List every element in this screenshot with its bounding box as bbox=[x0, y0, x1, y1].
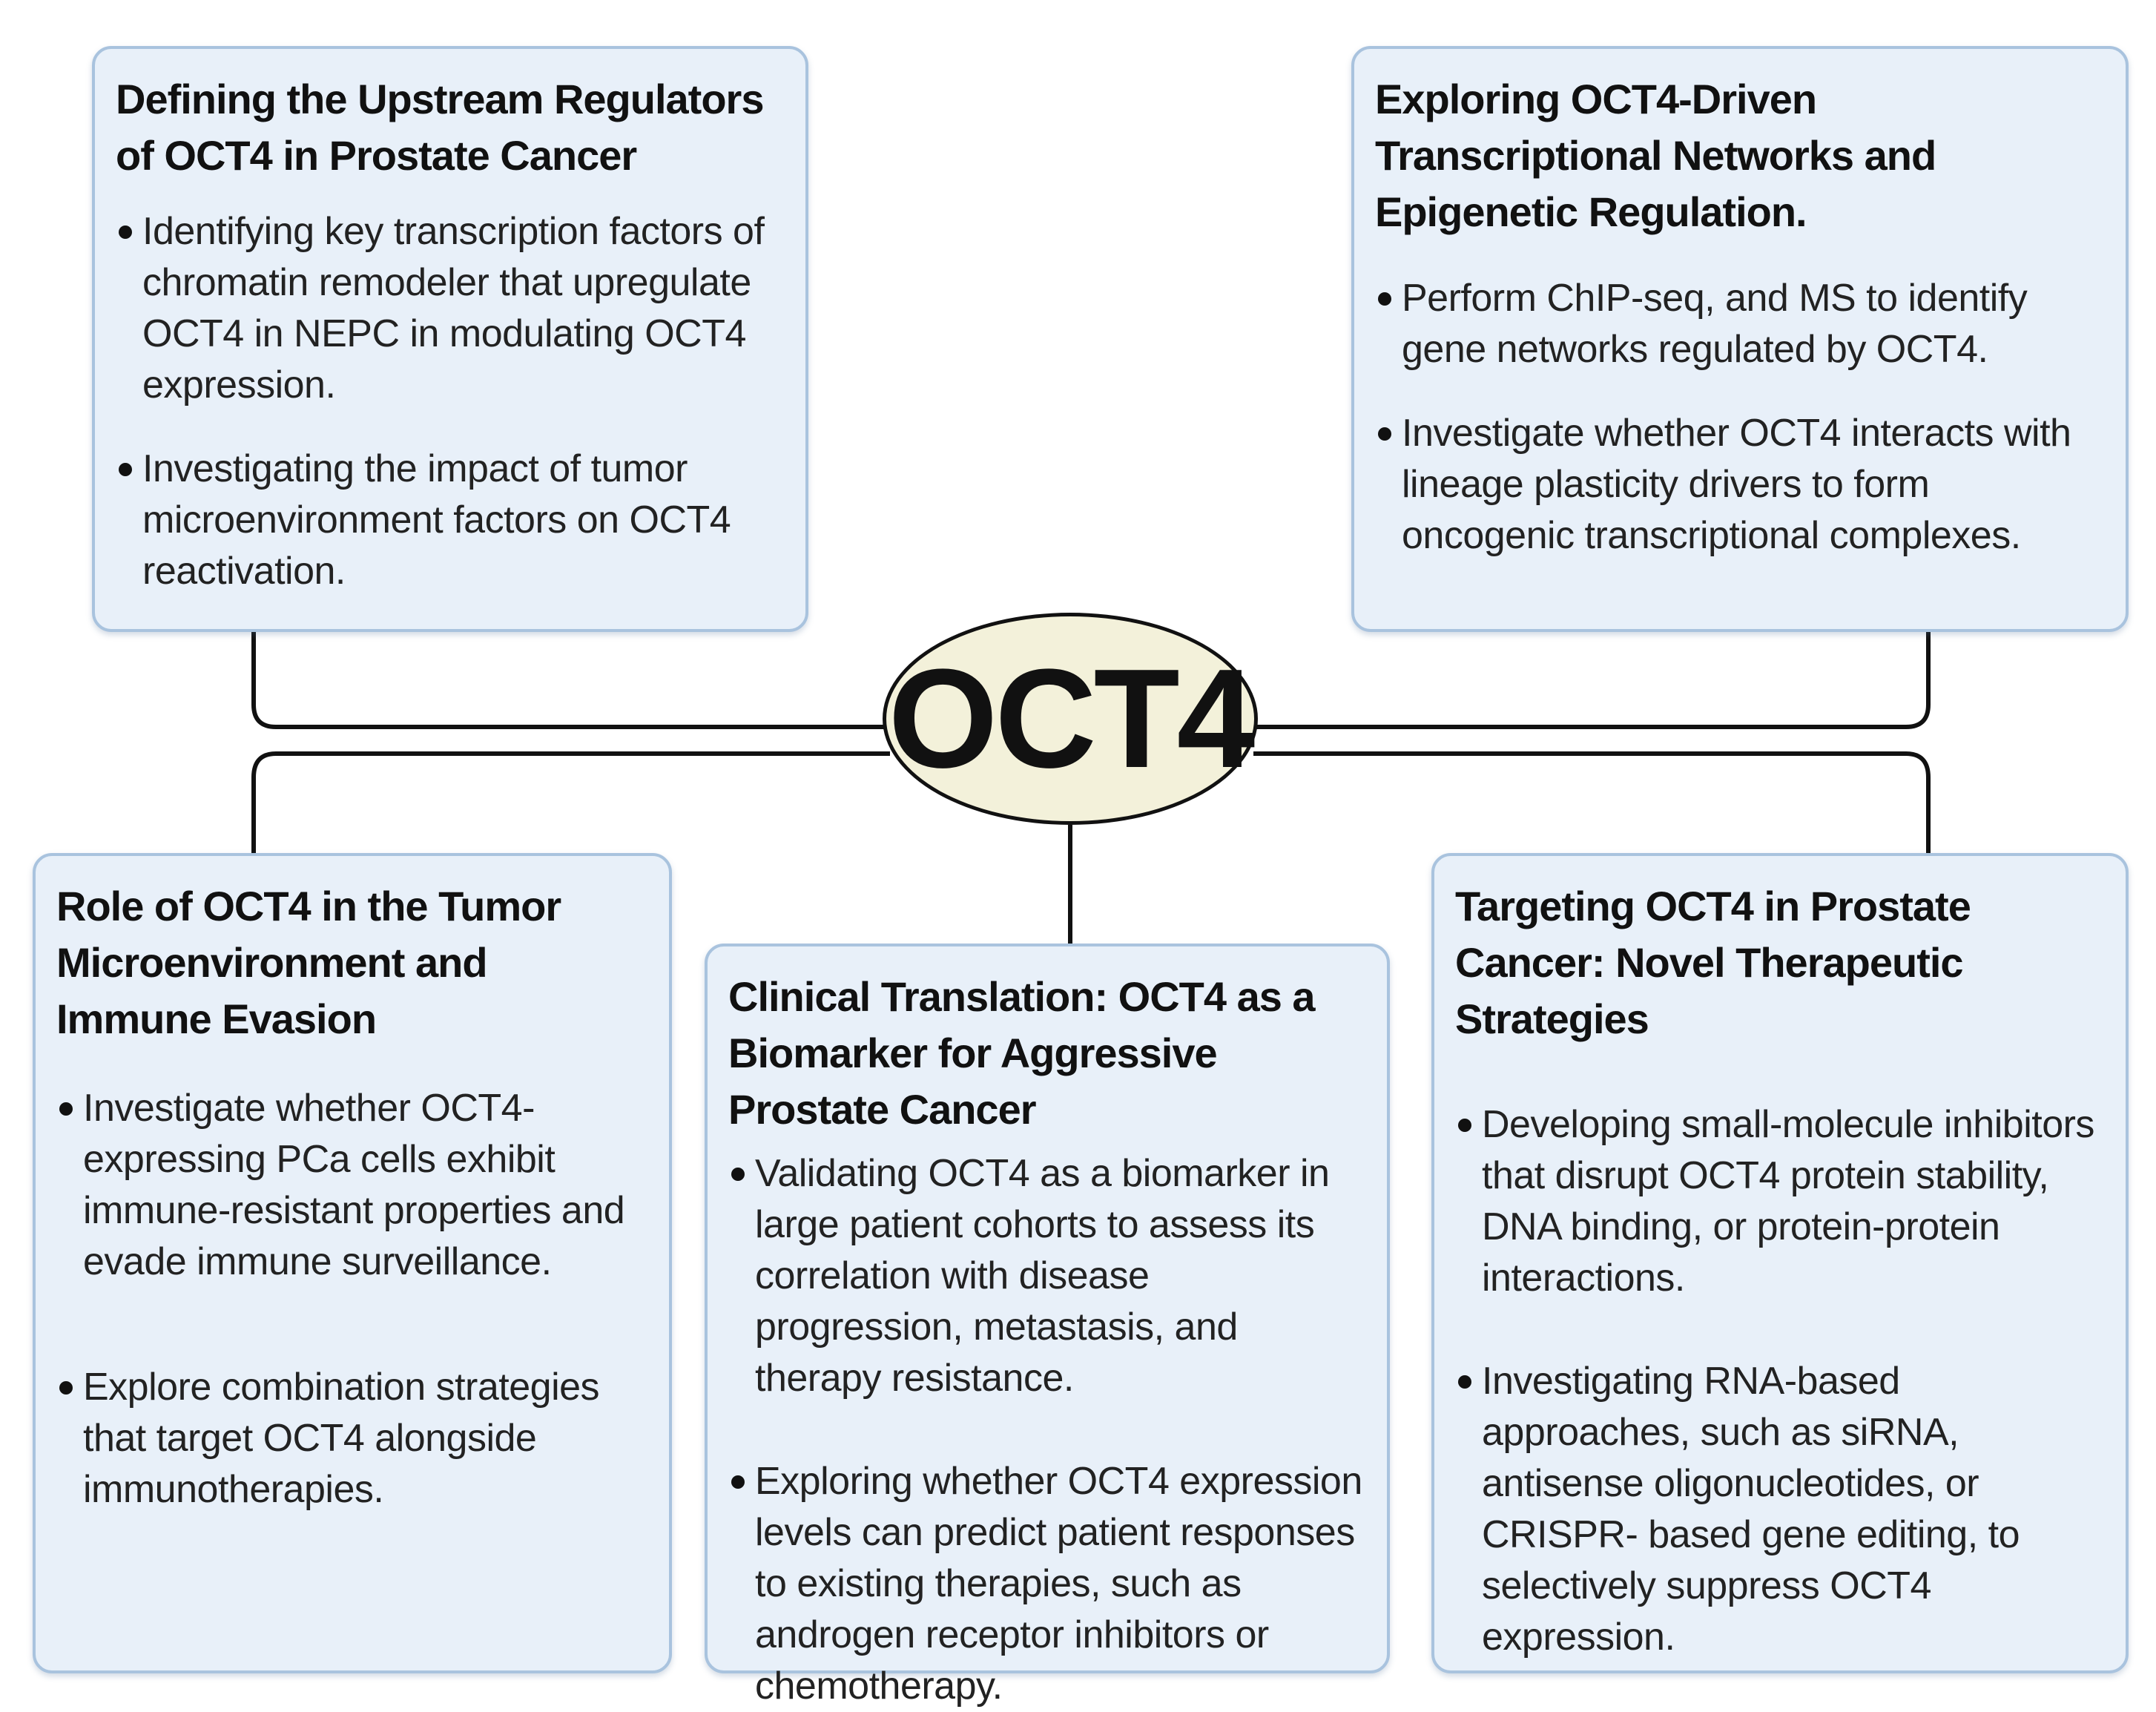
bullet-icon bbox=[1378, 427, 1391, 441]
box-title: Defining the Upstream Regulators of OCT4… bbox=[116, 76, 764, 179]
box-title: Exploring OCT4-Driven Transcriptional Ne… bbox=[1375, 76, 1936, 235]
connector-upstream bbox=[251, 632, 884, 729]
bullet-icon bbox=[731, 1475, 745, 1489]
bullet-icon bbox=[1458, 1375, 1471, 1389]
bullet-list: Developing small-molecule inhibitors tha… bbox=[1455, 1099, 2105, 1663]
bullet-icon bbox=[119, 225, 132, 239]
box-transcriptional-networks: Exploring OCT4-Driven Transcriptional Ne… bbox=[1351, 46, 2129, 632]
list-item: Investigating the impact of tumor microe… bbox=[116, 444, 785, 597]
connector-networks bbox=[1256, 632, 1931, 729]
list-item: Investigate whether OCT4-expressing PCa … bbox=[56, 1083, 648, 1288]
bullet-icon bbox=[1458, 1119, 1471, 1132]
box-therapeutic-strategies: Targeting OCT4 in Prostate Cancer: Novel… bbox=[1431, 853, 2129, 1673]
list-item: Developing small-molecule inhibitors tha… bbox=[1455, 1099, 2105, 1304]
list-item: Explore combination strategies that targ… bbox=[56, 1362, 648, 1515]
list-item: Validating OCT4 as a biomarker in large … bbox=[728, 1148, 1366, 1404]
hub-oct4: OCT4 bbox=[883, 613, 1258, 825]
box-tumor-microenvironment: Role of OCT4 in the Tumor Microenvironme… bbox=[33, 853, 672, 1673]
box-upstream-regulators: Defining the Upstream Regulators of OCT4… bbox=[92, 46, 808, 632]
bullet-list: Perform ChIP-seq, and MS to identify gen… bbox=[1375, 273, 2105, 562]
list-item: Investigating RNA-based approaches, such… bbox=[1455, 1356, 2105, 1663]
list-item: Perform ChIP-seq, and MS to identify gen… bbox=[1375, 273, 2105, 375]
connector-microenvironment bbox=[251, 751, 890, 853]
bullet-icon bbox=[731, 1168, 745, 1181]
hub-label: OCT4 bbox=[888, 640, 1256, 797]
bullet-icon bbox=[1378, 292, 1391, 306]
list-item: Identifying key transcription factors of… bbox=[116, 206, 785, 411]
bullet-icon bbox=[119, 463, 132, 476]
box-title: Targeting OCT4 in Prostate Cancer: Novel… bbox=[1455, 883, 1971, 1042]
connector-therapeutic bbox=[1253, 751, 1931, 853]
list-item: Exploring whether OCT4 expression levels… bbox=[728, 1456, 1366, 1712]
list-item: Investigate whether OCT4 interacts with … bbox=[1375, 408, 2105, 562]
box-clinical-translation: Clinical Translation: OCT4 as a Biomarke… bbox=[705, 944, 1390, 1708]
bullet-icon bbox=[59, 1381, 73, 1395]
box-title: Clinical Translation: OCT4 as a Biomarke… bbox=[728, 973, 1316, 1133]
bullet-list: Investigate whether OCT4-expressing PCa … bbox=[56, 1083, 648, 1515]
bullet-list: Validating OCT4 as a biomarker in large … bbox=[728, 1148, 1366, 1712]
bullet-icon bbox=[59, 1102, 73, 1116]
bullet-list: Identifying key transcription factors of… bbox=[116, 206, 785, 597]
box-title: Role of OCT4 in the Tumor Microenvironme… bbox=[56, 883, 561, 1042]
